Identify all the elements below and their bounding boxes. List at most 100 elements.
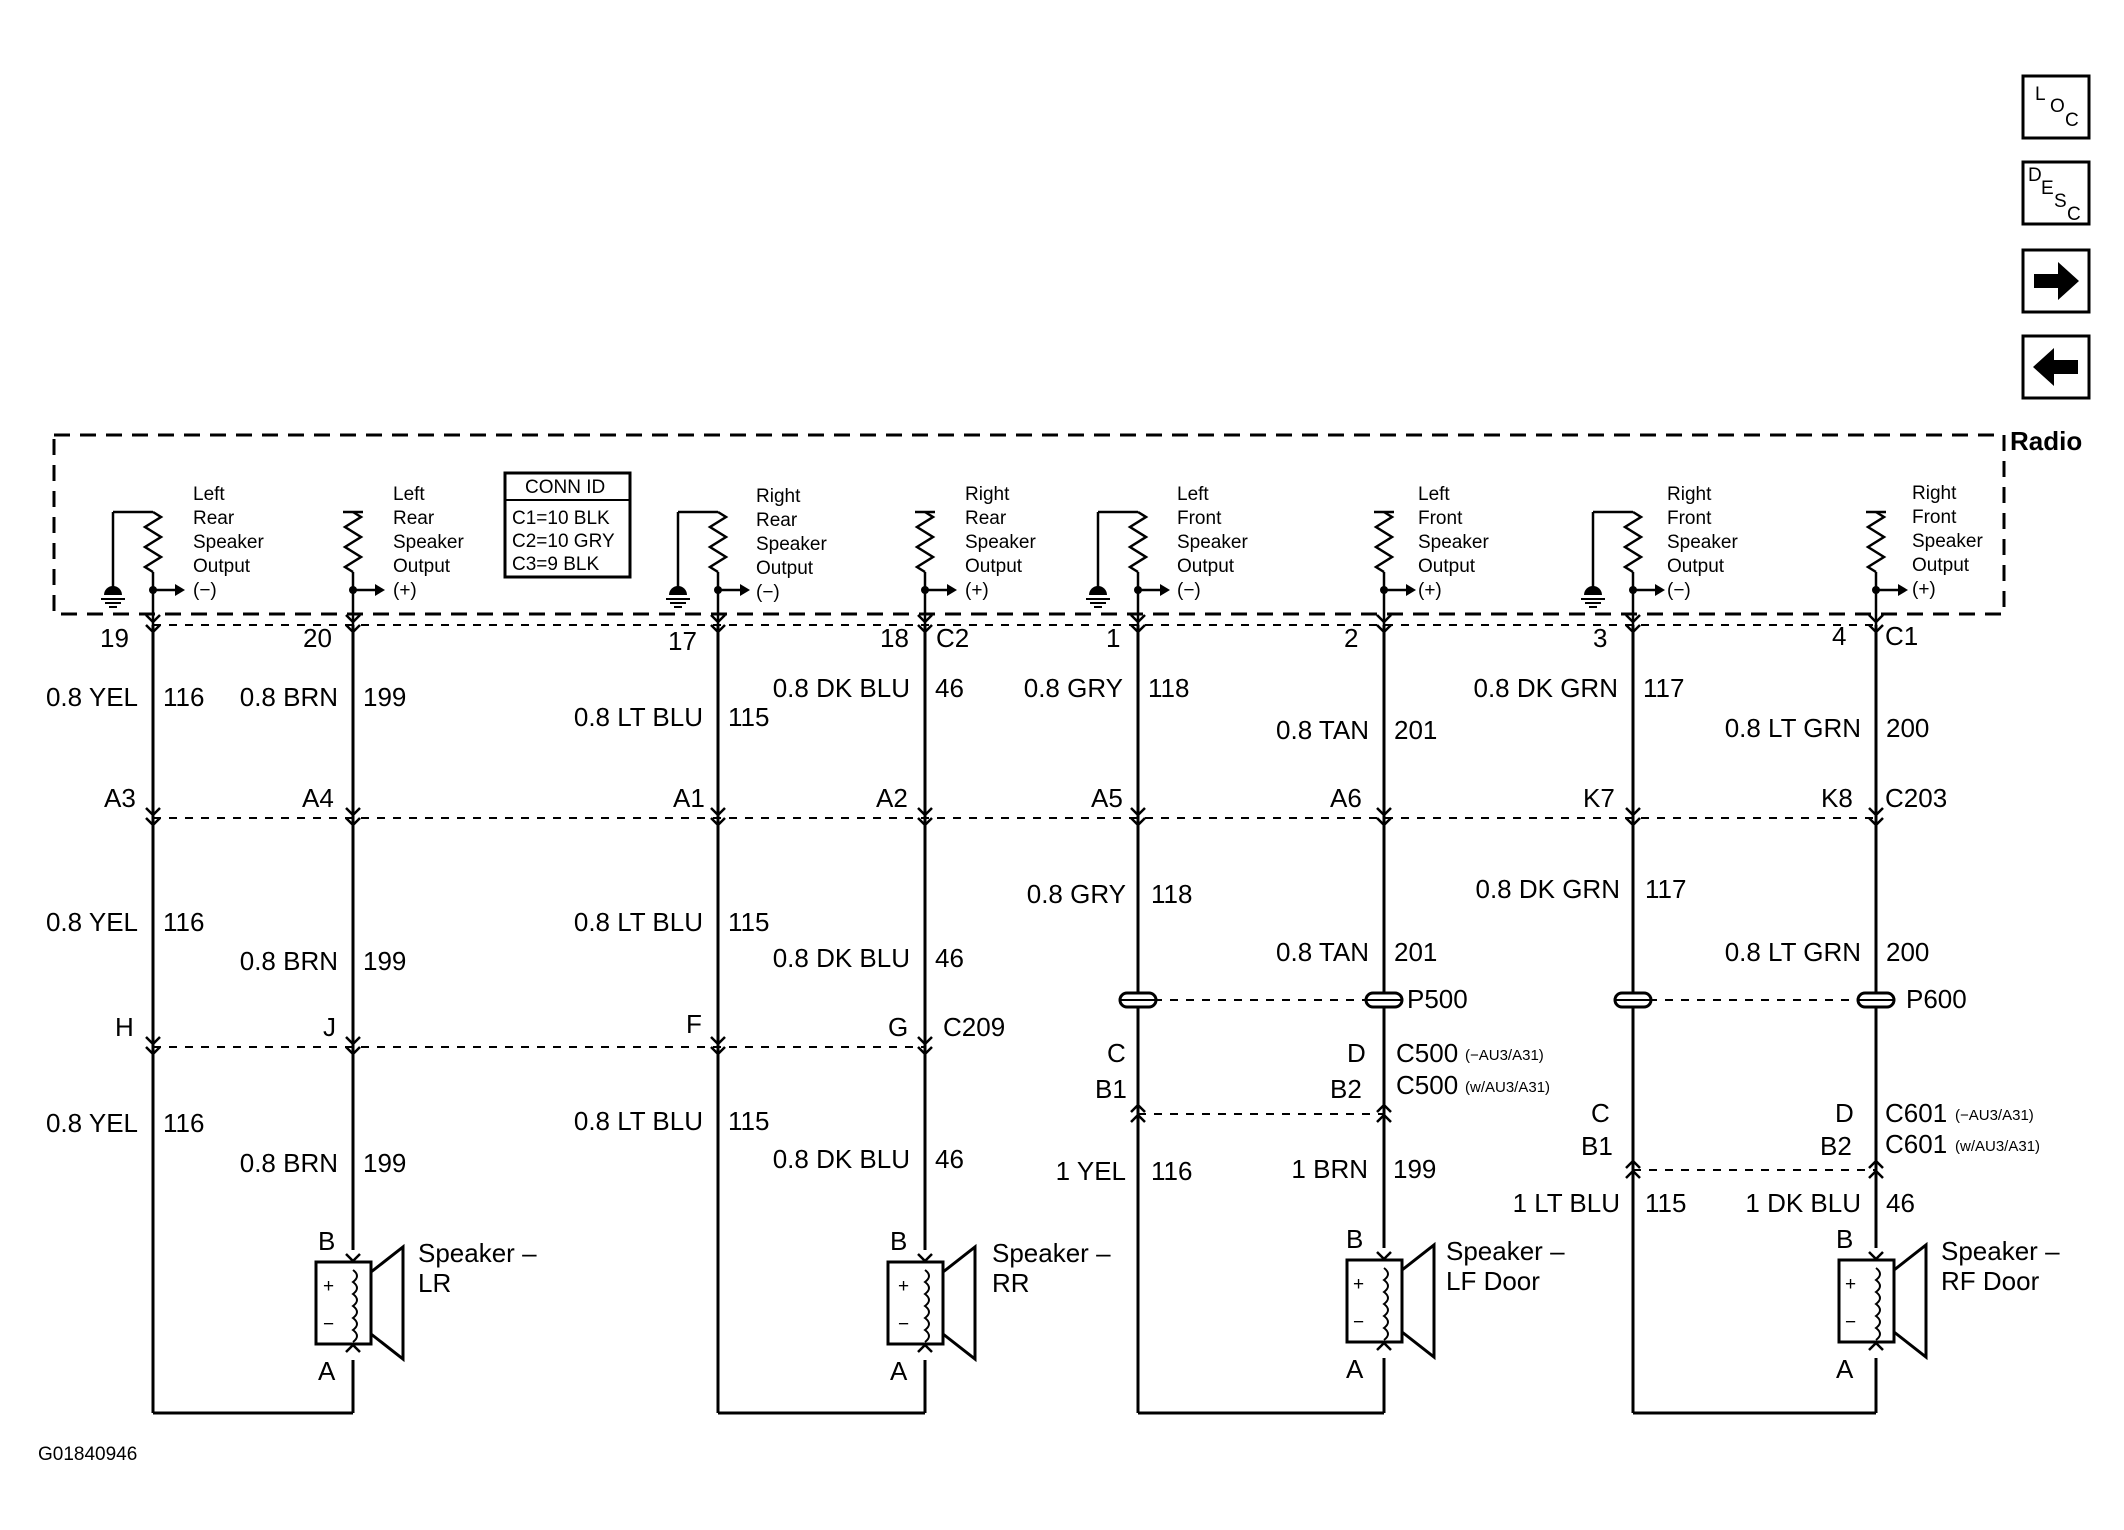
junction-dot [921,586,929,594]
wire-color: 0.8 GRY [1024,673,1123,703]
wire-color: 0.8 DK GRN [1474,673,1619,703]
radio-pin-labels: 19 20 17 18 C2 1 2 3 4 C1 [100,621,1918,656]
plus-sign: + [898,1276,909,1297]
arrow-left-icon [2033,348,2078,386]
output-arrow-icon [1898,584,1908,596]
wire-color: 1 YEL [1056,1156,1126,1186]
wire-circuit: 200 [1886,713,1929,743]
wire-circuit: 116 [163,1108,204,1138]
speaker-terminal-mark [1376,1341,1392,1351]
wire-circuit: 200 [1886,937,1929,967]
output-arrow-icon [175,584,185,596]
wire-circuit: 46 [935,673,964,703]
minus-sign: − [1845,1312,1856,1333]
speaker-magnet-box [886,1260,945,1346]
conn-id-line: C2=10 GRY [512,531,615,552]
c601-name: C601 [1885,1129,1947,1159]
plus-sign: + [1845,1274,1856,1295]
speaker-magnet-box [1345,1258,1404,1344]
radio-connector-c2: C2 [936,623,969,653]
speaker-terminal-mark [917,1343,933,1353]
radio-pin: 17 [668,626,697,656]
radio-internal-symbols [101,510,1908,625]
next-page-button[interactable] [2021,248,2091,314]
speaker-terminal-mark [345,1343,361,1353]
wire-circuit: 199 [363,1148,406,1178]
resistor-symbol [1373,510,1395,574]
c203-pin: A6 [1330,783,1362,813]
speaker-lf-door-symbol [1345,1241,1436,1361]
speaker-rr-label: Speaker –RR [992,1238,1111,1298]
female-terminal-mark [1376,614,1392,624]
c203-pin: A2 [876,783,908,813]
wire-circuit: 115 [1645,1188,1686,1218]
c601-pin: B1 [1581,1131,1613,1161]
c203-pin: A4 [302,783,334,813]
circuit-wires [145,614,1928,1415]
c203-pin: K7 [1583,783,1615,813]
c500-labels: C B1 D B2 C500 (−AU3/A31) C500 (w/AU3/A3… [1095,1038,1550,1104]
c203-pin: K8 [1821,783,1853,813]
wire-circuit: 117 [1645,874,1686,904]
radio-module-boundary [52,433,2006,616]
radio-pin: 1 [1106,623,1120,653]
speaker-magnet-box [314,1260,373,1346]
conn-id-line: C1=10 BLK [512,508,610,529]
wire-color: 0.8 LT GRN [1725,713,1861,743]
svg-text:S: S [2054,191,2067,212]
speaker-magnet-box [1837,1258,1896,1344]
c601-labels: C B1 D B2 C601 (−AU3/A31) C601 (w/AU3/A3… [1581,1098,2040,1161]
wire-circuit: 116 [1151,1156,1192,1186]
female-terminal-mark [1625,614,1641,624]
c203-pin: A3 [104,783,136,813]
wire-color: 0.8 LT BLU [574,702,703,732]
c601-pin: B2 [1820,1131,1852,1161]
desc-button[interactable]: D E S C [2021,160,2091,226]
speaker-coil [923,1269,930,1343]
junction-dot [149,586,157,594]
speaker-polarity-labels: + − + − + − + − [323,1274,1856,1335]
resistor-symbol [1865,510,1887,574]
speaker-pin-a: A [1836,1354,1854,1384]
wire-circuit: 118 [1148,673,1189,703]
svg-text:D: D [2028,165,2042,186]
junction-dot [1134,586,1142,594]
svg-text:O: O [2050,96,2065,117]
resistor-symbol [1622,510,1644,574]
speaker-lr-symbol [314,1243,405,1363]
speaker-terminal-mark [1868,1341,1884,1351]
wire-color: 0.8 YEL [46,907,138,937]
c500-pin: B1 [1095,1074,1127,1104]
ground-icon [1089,586,1107,595]
output-arrow-icon [375,584,385,596]
speaker-lr-label: Speaker –LR [418,1238,537,1298]
ground-icon [669,586,687,595]
minus-sign: − [898,1314,909,1335]
wire-labels-front-lower: 1 YEL 116 1 BRN 199 1 LT BLU 115 1 DK BL… [1056,1154,1915,1218]
resistor-symbol [342,510,364,574]
speaker-cone [370,1243,405,1363]
wire-color: 0.8 DK BLU [773,673,910,703]
output-arrow-icon [1406,584,1416,596]
speaker-rr-symbol [886,1243,977,1363]
c500-pin: C [1107,1038,1126,1068]
wire-circuit: 199 [363,682,406,712]
radio-label: Radio [2010,426,2082,456]
radio-pin: 19 [100,623,129,653]
minus-sign: − [1353,1312,1364,1333]
c500-note: (w/AU3/A31) [1465,1079,1550,1096]
loc-button[interactable]: L O C [2021,74,2091,140]
wire-color: 0.8 YEL [46,1108,138,1138]
wire-color: 0.8 DK GRN [1476,874,1621,904]
output-arrow-icon [947,584,957,596]
speaker-cone [1893,1241,1928,1361]
c203-pin: A1 [673,783,705,813]
figure-id: G01840946 [38,1444,137,1465]
speaker-labels: Speaker –LR Speaker –RR Speaker –LF Door… [418,1236,2060,1298]
wire-color: 0.8 BRN [240,946,338,976]
c601-note: (−AU3/A31) [1955,1107,2034,1124]
previous-page-button[interactable] [2021,334,2091,400]
speaker-cone [1401,1241,1436,1361]
svg-text:C: C [2067,204,2081,225]
